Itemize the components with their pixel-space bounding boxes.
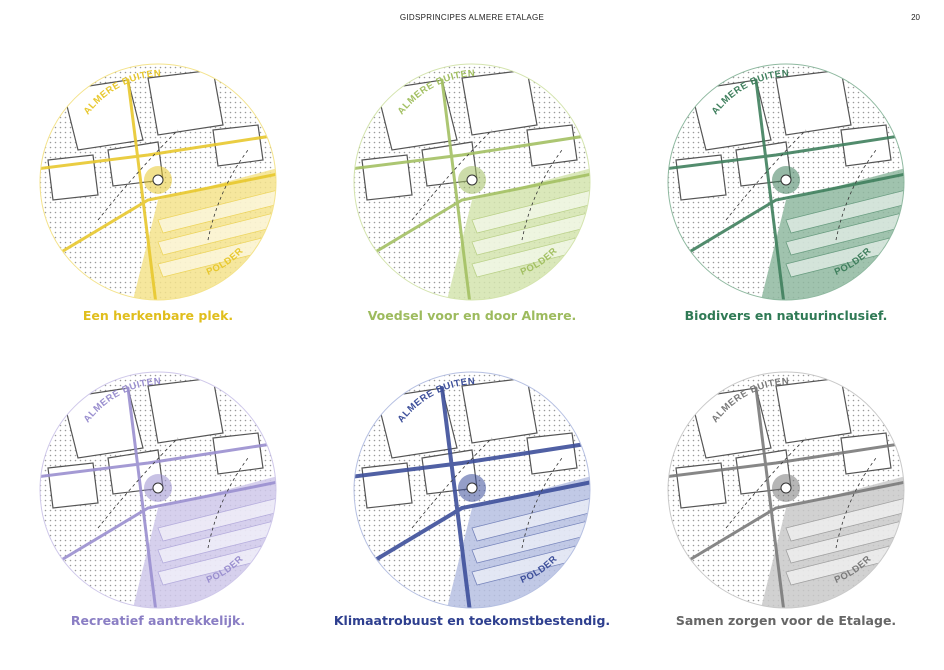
polder-parcel [785,206,904,256]
city-block [526,432,578,475]
polder-parcel [471,492,590,542]
principle-caption-3: Biodivers en natuurinclusief. [684,308,888,323]
page-header-title: GIDSPRINCIPES ALMERE ETALAGE [399,13,545,22]
city-block [690,387,772,459]
principle-caption-2: Voedsel voor en door Almere. [367,308,577,323]
polder-parcel [471,184,590,234]
dashed-route [97,129,249,241]
principle-caption-5: Klimaatrobuust en toekomstbestendig. [333,613,611,628]
polder-parcel [471,206,590,256]
road-network [354,386,590,608]
city-block [840,124,892,167]
page-number: 20 [911,13,920,22]
city-block [62,387,144,459]
city-block [147,377,224,444]
principle-caption-1: Een herkenbare plek. [82,308,234,323]
polder-parcel [157,492,276,542]
city-block [690,79,772,151]
road-network [40,78,276,300]
dashed-route [725,437,877,549]
city-block [62,79,144,151]
dashed-route [411,129,563,241]
city-block [376,387,458,459]
polder-parcel [157,184,276,234]
city-block [212,124,264,167]
road-network [668,78,904,300]
city-block [775,377,852,444]
polder-parcel [471,514,590,564]
polder-parcel [157,206,276,256]
city-block [775,69,852,136]
road-network [354,78,590,300]
dashed-route [411,437,563,549]
city-block [147,69,224,136]
polder-parcel [785,184,904,234]
city-block [526,124,578,167]
dashed-route [725,129,877,241]
city-block [461,69,538,136]
city-block [840,432,892,475]
principle-caption-4: Recreatief aantrekkelijk. [70,613,246,628]
principle-caption-6: Samen zorgen voor de Etalage. [675,613,897,628]
city-block [461,377,538,444]
city-block [376,79,458,151]
road-network [668,386,904,608]
city-block [212,432,264,475]
polder-parcel [785,514,904,564]
polder-parcel [157,514,276,564]
road-network [40,386,276,608]
dashed-route [97,437,249,549]
polder-parcel [785,492,904,542]
